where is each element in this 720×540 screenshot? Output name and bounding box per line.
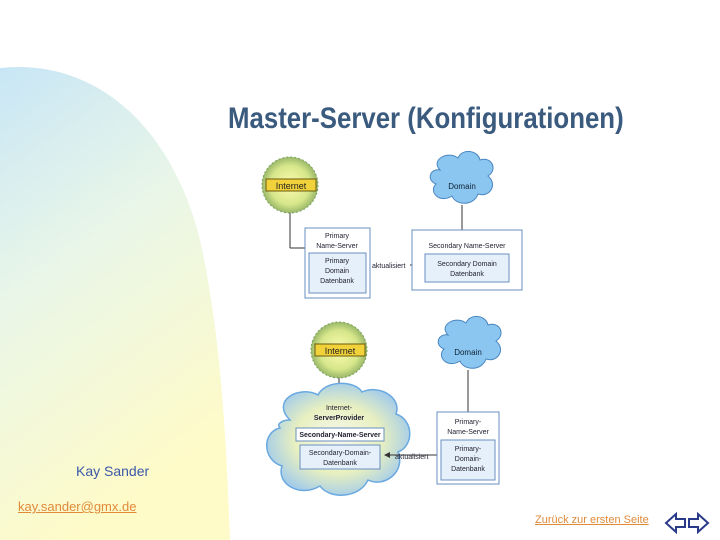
back-to-first-page-link[interactable]: Zurück zur ersten Seite [535,514,649,526]
provider-line1: Internet- [326,405,353,412]
bottom-secondary-ns: Secondary-Name-Server [299,432,381,439]
primary-db-line2: Domain [325,268,349,275]
secondary-db-line2: Datenbank [450,271,484,278]
bottom-secondary-db-line1: Secondary-Domain- [309,450,372,457]
secondary-ns-label: Secondary Name-Server [428,243,506,250]
bottom-primary-db-line2: Domain- [455,456,482,463]
email-link[interactable]: kay.sander@gmx.de [18,499,137,514]
internet-globe-icon: Internet [310,321,368,379]
domain-label: Domain [448,182,476,191]
author-name: Kay Sander [76,463,150,479]
primary-ns-line1: Primary [325,233,350,240]
bottom-primary-ns-line2: Name-Server [447,429,489,436]
primary-ns-line2: Name-Server [316,243,358,250]
domain-cloud-icon: Domain [429,151,494,204]
primary-db-line3: Datenbank [320,278,354,285]
domain-cloud-icon: Domain [437,316,502,369]
bottom-primary-db-line1: Primary- [455,446,482,453]
update-label-top: aktualisiert [372,263,406,270]
internet-label: Internet [276,181,307,191]
domain-label: Domain [454,348,482,357]
bottom-secondary-db-line2: Datenbank [323,460,357,467]
provider-line2: ServerProvider [314,415,364,422]
navigation-arrows-icon[interactable] [664,510,710,536]
primary-db-line1: Primary [325,258,350,265]
secondary-db-line1: Secondary Domain [437,261,497,268]
bottom-primary-db-line3: Datenbank [451,466,485,473]
internet-globe-icon: Internet [261,156,319,214]
bottom-primary-ns-line1: Primary- [455,419,482,426]
internet-label: Internet [325,346,356,356]
update-label-bottom: aktualisiert [395,454,429,461]
slide-title: Master-Server (Konfigurationen) [228,102,624,135]
